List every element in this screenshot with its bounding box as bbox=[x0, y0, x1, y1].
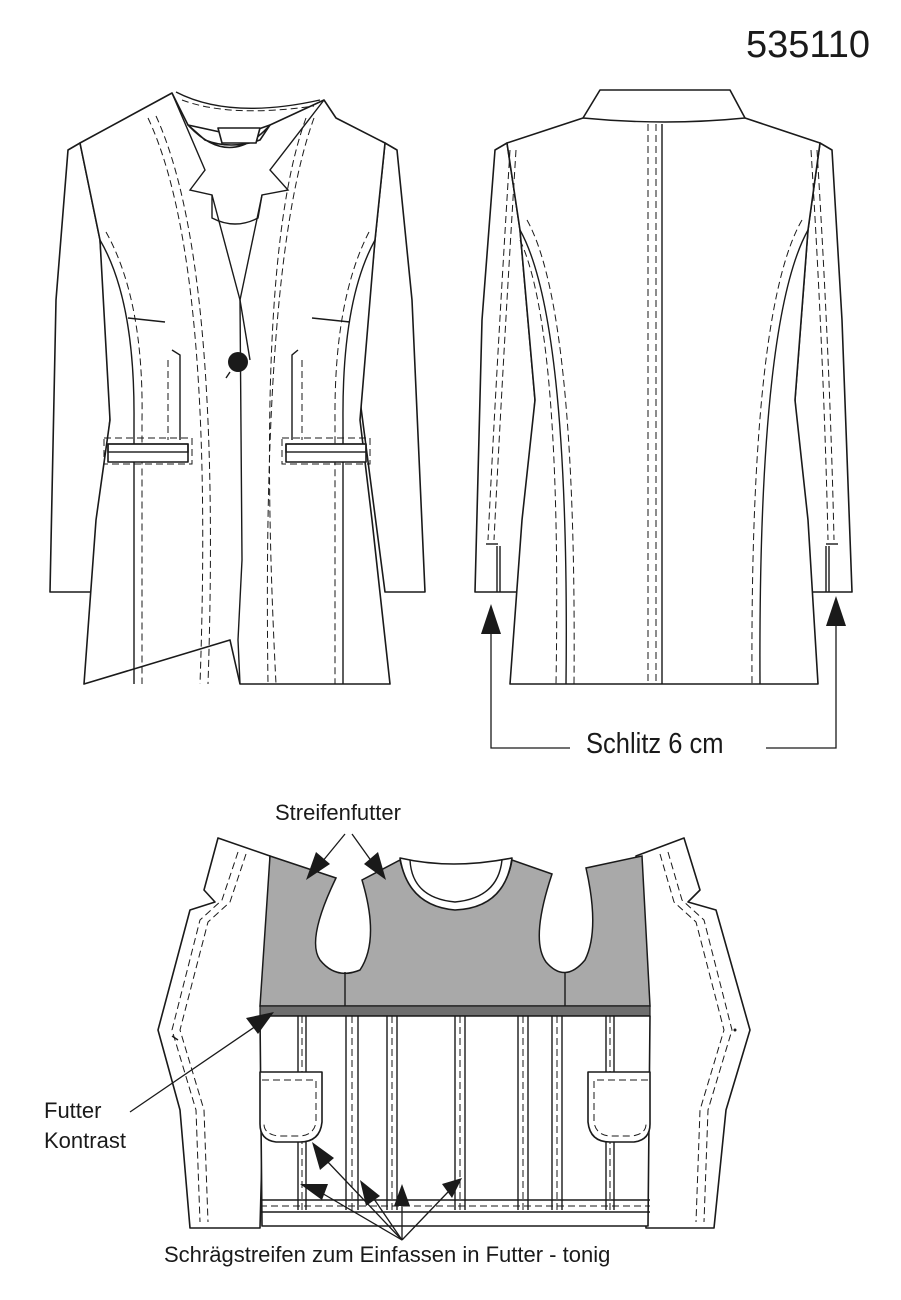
right-lapel bbox=[239, 99, 325, 301]
slit-length-label: Schlitz 6 cm bbox=[586, 728, 724, 760]
center-front-edge bbox=[237, 299, 243, 685]
left-facing-panel bbox=[157, 837, 271, 1229]
right-inner-pocket bbox=[587, 1071, 651, 1143]
stripe-lining-pointers bbox=[306, 833, 386, 880]
contrast-lining-label-line1: Futter bbox=[44, 1098, 102, 1123]
slit-dimension-arrows bbox=[481, 596, 846, 749]
front-neck-lining bbox=[187, 124, 271, 149]
front-button bbox=[228, 352, 248, 372]
bias-tape-pointers bbox=[300, 1142, 462, 1241]
back-neck-facing bbox=[399, 857, 513, 911]
right-facing-panel bbox=[635, 837, 751, 1229]
back-body bbox=[506, 89, 821, 685]
right-flap-pocket bbox=[285, 443, 367, 463]
model-number: 535110 bbox=[746, 24, 870, 66]
contrast-lining-label-line2: Kontrast bbox=[44, 1128, 126, 1153]
back-view bbox=[474, 89, 853, 685]
front-view bbox=[49, 91, 426, 685]
contrast-lining-band bbox=[259, 1005, 651, 1017]
stripe-lining-label: Streifenfutter bbox=[275, 800, 401, 825]
bias-tape-label: Schrägstreifen zum Einfassen in Futter -… bbox=[164, 1242, 611, 1267]
left-flap-pocket bbox=[107, 443, 189, 463]
contrast-pointer bbox=[129, 1012, 274, 1113]
lining-view bbox=[157, 837, 751, 1229]
brand-label-tag bbox=[217, 127, 261, 144]
left-inner-pocket bbox=[259, 1071, 323, 1143]
left-lapel bbox=[171, 92, 241, 301]
